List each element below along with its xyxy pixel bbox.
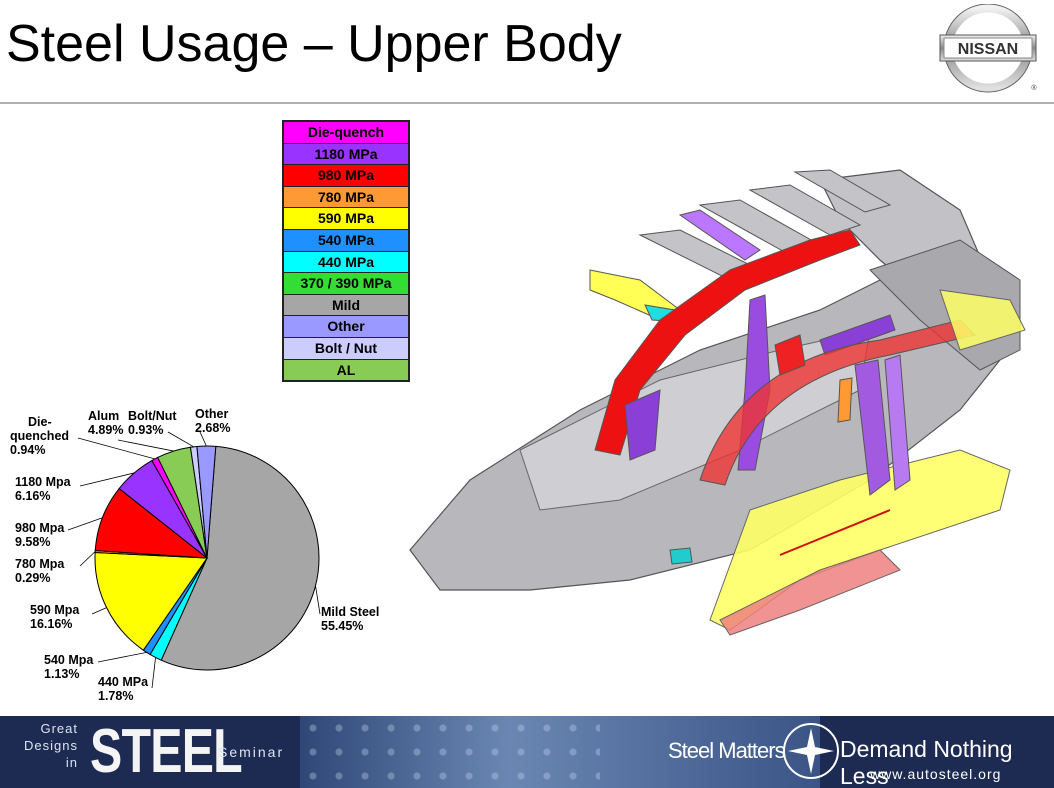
pie-slice — [160, 445, 320, 671]
pie-leader-line — [77, 437, 155, 460]
legend-item: 780 MPa — [284, 186, 408, 208]
footer-url: www.autosteel.org — [870, 766, 1002, 782]
logo-registered-mark: ® — [1031, 84, 1037, 92]
pie-leader-line — [315, 585, 321, 615]
legend-item: 1180 MPa — [284, 143, 408, 165]
pie-leader-line — [199, 431, 207, 447]
footer-in: in — [65, 755, 78, 770]
footer-great: Great — [40, 721, 78, 736]
legend-item: 590 MPa — [284, 208, 408, 229]
footer-seminar: Seminar — [218, 744, 285, 760]
logo-text: NISSAN — [958, 41, 1018, 58]
footer-steel-matters: Steel Matters — [668, 738, 786, 763]
legend-item: Die-quench — [284, 122, 408, 143]
footer-steel-wordmark: STEEL — [90, 717, 243, 786]
legend-item: Bolt / Nut — [284, 337, 408, 359]
pie-leader-line — [167, 431, 194, 448]
footer-pattern — [300, 716, 600, 788]
pie-slice — [196, 445, 217, 559]
pie-leader-line — [91, 607, 107, 615]
pie-leader-line — [79, 472, 135, 487]
pie-leader-line — [151, 657, 156, 689]
star-emblem-icon — [783, 723, 839, 779]
pie-slice — [94, 552, 208, 651]
title-divider — [0, 102, 1054, 104]
legend-item: 370 / 390 MPa — [284, 273, 408, 294]
pie-leader-line — [79, 551, 96, 567]
legend-item: 440 MPa — [284, 251, 408, 273]
nissan-logo: NISSAN ® — [938, 3, 1042, 94]
legend-item: AL — [284, 359, 408, 381]
legend-item: 540 MPa — [284, 229, 408, 251]
legend-item: Mild — [284, 294, 408, 316]
footer-designs: Designs — [24, 738, 78, 753]
footer-great-designs: Great Designs in — [8, 720, 78, 771]
pie-leader-line — [67, 517, 103, 531]
footer-gradient — [300, 716, 820, 788]
legend-item: Other — [284, 316, 408, 337]
legend-item: 980 MPa — [284, 165, 408, 186]
page-title: Steel Usage – Upper Body — [6, 15, 622, 73]
pie-leader-line — [117, 439, 174, 452]
pie-leader-line — [97, 651, 147, 663]
upper-body-structure-illustration — [409, 169, 1026, 636]
footer-banner: Great Designs in STEEL Seminar Steel Mat… — [0, 716, 1054, 788]
footer-demand-nothing-less: Demand Nothing Less — [840, 736, 1013, 788]
